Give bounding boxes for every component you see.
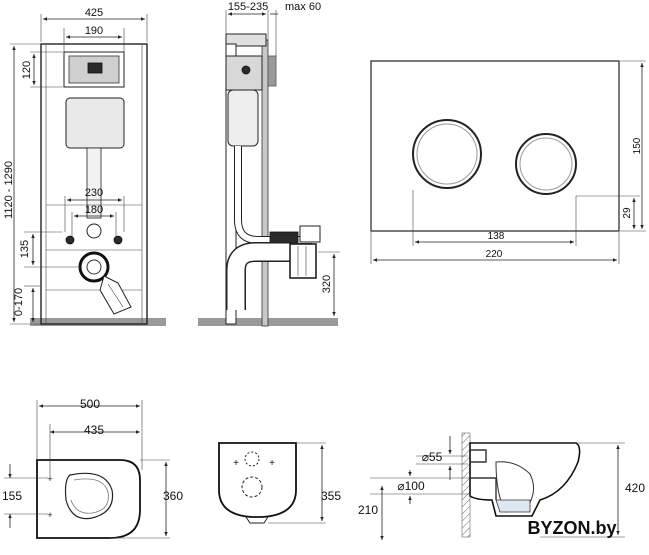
water-inlet [86, 223, 102, 239]
dim-side-offset: 155 [2, 489, 22, 503]
wall-section [461, 432, 471, 538]
dim-frame-height: 1120 - 1290 [3, 161, 15, 219]
svg-text:+: + [269, 458, 275, 469]
dim-plate-width: 220 [486, 249, 503, 260]
dim-anchor-spacing: 230 [85, 187, 103, 199]
svg-text:+: + [233, 458, 239, 469]
watermark: BYZON.by [527, 518, 616, 538]
dim-pipe-spacing: 180 [85, 204, 103, 216]
dim-plate-height: 120 [21, 61, 33, 79]
flush-button-large [412, 119, 482, 189]
dim-max-offset: max 60 [285, 1, 321, 13]
dim-inlet-diameter: ⌀55 [422, 450, 443, 464]
dim-bowl-depth: 360 [163, 489, 183, 503]
dim-button-span: 138 [488, 231, 505, 242]
installation-frame-front-view: 425 190 1120 - 1290 120 230 180 135 0 [3, 7, 166, 326]
bowl-back-view: + + 355 [218, 442, 341, 524]
dim-button-offset: 29 [622, 207, 633, 219]
dim-plate-height: 150 [632, 137, 643, 154]
svg-text:+: + [47, 510, 52, 520]
flush-plate [370, 60, 620, 232]
dim-floor-level: 210 [358, 503, 378, 517]
flush-button-small [515, 133, 577, 195]
dim-bowl-side-height: 420 [625, 481, 645, 495]
frame-outline [40, 43, 148, 325]
flush-plate-view: 138 220 150 29 [370, 60, 646, 264]
bowl-basin-top [64, 472, 114, 520]
anchor-bolt-left [65, 235, 75, 245]
anchor-bolt-right [113, 235, 123, 245]
svg-text:+: + [47, 474, 52, 484]
dim-bowl-inner-width: 435 [84, 423, 104, 437]
dim-leg-adjustment: 0-170 [13, 288, 25, 316]
dim-bowl-width: 500 [80, 397, 100, 411]
dim-plate-width: 190 [85, 25, 103, 37]
dim-frame-depth: 155-235 [228, 1, 268, 13]
bowl-side-view: ⌀55 ⌀100 420 210 [358, 432, 645, 540]
bowl-outlet-back [241, 476, 263, 498]
bowl-top-view: + + 500 435 155 360 [2, 397, 183, 539]
dim-bowl-height: 355 [321, 489, 341, 503]
floor-line [30, 318, 166, 326]
installation-frame-side-view: 155-235 max 60 320 [198, 1, 340, 327]
dim-frame-width: 425 [85, 7, 103, 19]
cistern [65, 97, 125, 149]
dim-outlet-diameter: ⌀100 [397, 479, 425, 493]
dim-outlet-height: 135 [19, 240, 31, 258]
cistern-side [227, 89, 259, 147]
dim-outlet-level: 320 [321, 275, 333, 293]
